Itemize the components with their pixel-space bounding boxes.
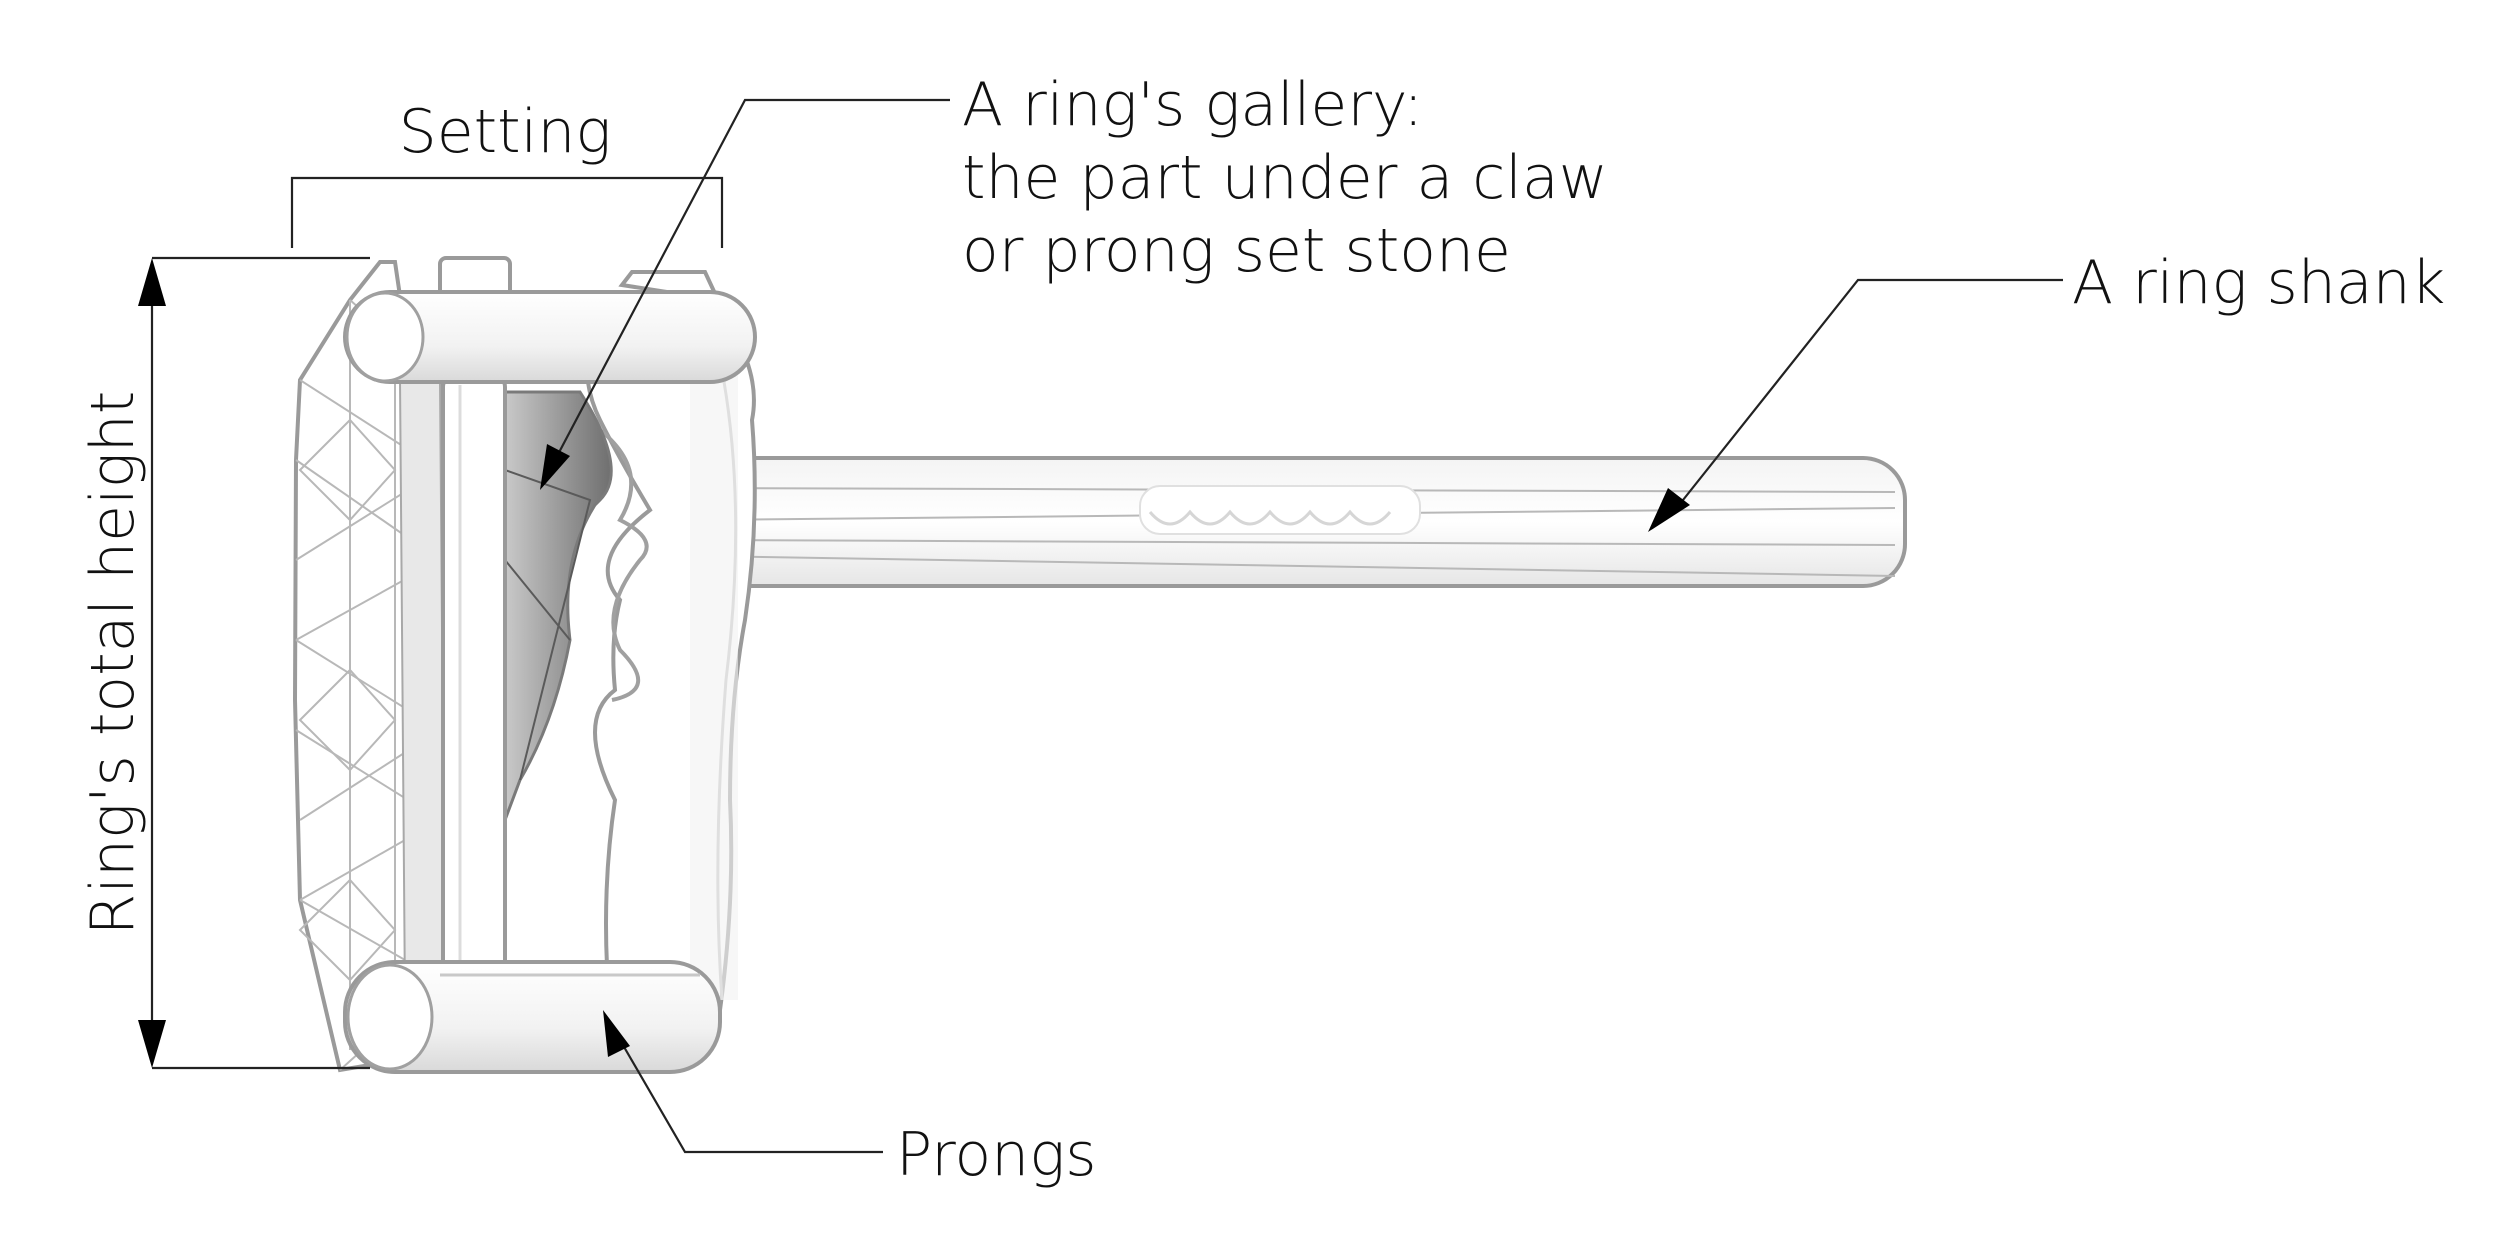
total-height-dimension [138,256,370,1070]
gallery-arrow-icon [540,444,570,490]
hallmark-engraving [1139,485,1421,535]
gallery [503,390,613,821]
bottom-prong [343,960,722,1074]
shank-label: A ring shank [2072,248,2445,318]
gemstone [292,260,447,1073]
top-prong [343,256,757,384]
total-height-label: Ring's total height [78,391,148,936]
arrow-down-icon [138,1020,166,1068]
setting-label: Setting [399,97,612,167]
gallery-label-line2: the part under a claw [962,143,1608,213]
shank-leader [1648,278,2063,532]
setting-bracket [290,176,724,248]
prongs-label: Prongs [896,1120,1096,1190]
ring-illustration [292,256,1907,1074]
ring-shank [678,456,1907,588]
prongs-leader [603,1010,883,1154]
shank-arrow-icon [1648,488,1690,532]
gallery-label-line1: A ring's gallery: [962,70,1423,140]
arrow-up-icon [138,258,166,306]
gallery-leader [540,98,950,490]
setting-body [584,333,757,1012]
gallery-label-line3: or prong set stone [962,216,1511,286]
center-prong [441,373,507,987]
prongs-arrow-icon [603,1010,630,1057]
